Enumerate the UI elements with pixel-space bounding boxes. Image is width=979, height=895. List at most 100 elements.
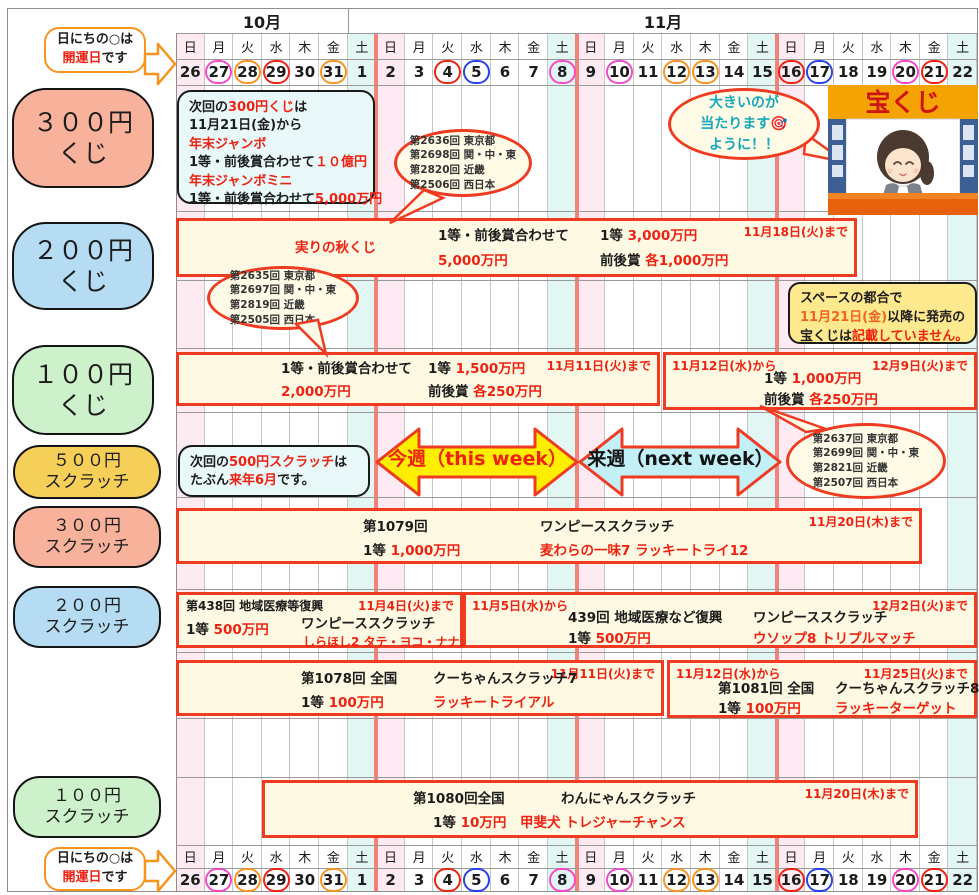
date-cell: 27 [203,59,236,85]
lucky-day-circle: 17 [806,60,834,84]
band-text: クーちゃんスクラッチ8 [835,682,979,697]
date-number: 14 [723,870,745,889]
date-number: 6 [499,63,511,81]
date-number: 14 [723,63,745,81]
ticket-card [832,165,843,177]
this-week-arrow-shape [375,427,579,497]
ticket-card [832,145,843,160]
grid-horizontal-line [176,211,977,212]
text-segment: スペースの都合で [800,291,903,306]
text-segment: ラッキートライアル [433,695,555,711]
date-cell: 1 [346,868,379,891]
sale-end-label: 11月18日(火)まで [743,225,848,239]
date-cell: 15 [746,868,779,891]
text-segment: 11月21日(金)から [189,118,303,134]
lucky-day-circle: 27 [205,60,233,84]
day-name-cell: 日 [384,851,398,866]
band-text: 1等 500万円 [186,623,269,638]
legend-bubble-bottom: 日にちの○は 開運日です [44,847,146,891]
day-name-cell: 土 [755,40,769,56]
grid-horizontal-line [176,777,977,778]
ticket-card [963,125,974,140]
day-name-cell: 土 [755,851,769,866]
band-text: 1等 1,000万円 [363,544,460,559]
date-cell: 1 [346,59,379,85]
date-cell: 29 [260,867,293,892]
day-name-cell: 木 [298,851,312,866]
date-cell: 14 [718,868,751,891]
text-segment: ワンピーススクラッチ [540,519,675,535]
date-number: 3 [413,63,425,81]
date-cell: 30 [288,868,321,891]
date-cell: 3 [403,59,436,85]
grid-horizontal-line [176,652,977,653]
info-box-1: 次回の500円スクラッチはたぶん来年6月です。 [178,445,370,497]
text-segment: 各250万円 [473,384,542,400]
date-cell: 18 [832,868,865,891]
text-segment: 次回の [189,100,229,115]
day-name-cell: 土 [956,851,970,866]
tail-bubble-100yen-current [293,318,329,358]
bubble-line: 第2698回 関・中・東 [409,149,517,162]
date-number: 2 [385,63,396,81]
band-text: 1等・前後賞合わせて [281,362,412,377]
lucky-day-circle: 28 [234,867,261,892]
sale-start-label: 11月5日(水)から [472,599,569,613]
text-segment: １０億円 [315,155,368,171]
grid-horizontal-line [176,348,977,349]
text-segment: 1等 [428,361,456,377]
date-number: 26 [179,870,201,889]
lucky-day-circle: 20 [891,60,919,84]
text-segment: 100万円 [745,701,801,717]
legend-line1: 日にちの○は [56,32,134,48]
lucky-day-circle: 12 [663,867,691,892]
day-name-cell: 火 [441,40,455,56]
sidebar-label-１００円スクラッチ: １００円スクラッチ [13,776,161,838]
sale-end-label: 11月20日(木)まで [808,515,913,529]
grid-horizontal-line [176,33,977,34]
band-text: 第1080回全国 [413,792,505,807]
text-segment: ワンピーススクラッチ [301,616,436,632]
info-line: たぶん来年6月です。 [190,472,358,490]
lucky-day-circle: 29 [262,60,290,84]
date-cell: 22 [946,868,979,891]
text-segment: 300円くじ [228,100,295,115]
text-segment: 実りの秋くじ [295,240,376,256]
double-arrow-icon [578,427,782,497]
label-line2: スクラッチ [44,807,130,827]
day-name-cell: 月 [612,851,626,866]
day-name-cell: 金 [927,40,941,56]
day-name-cell: 水 [670,851,684,866]
day-name-cell: 金 [527,40,541,56]
text-segment: 前後賞 [428,384,474,400]
band-text: 1等 1,500万円 [428,362,525,377]
date-number: 2 [385,870,396,889]
day-name-cell: 水 [670,40,684,56]
day-name-cell: 日 [183,40,197,56]
lucky-day-circle: 29 [262,867,290,892]
grid-horizontal-line [176,868,977,869]
text-segment: 1,000万円 [791,371,862,387]
text-segment: 1等・前後賞合わせて [281,361,412,377]
band-text: 甲斐犬 トレジャーチャンス [520,816,686,831]
grid-horizontal-line [176,497,977,498]
date-cell: 4 [431,867,464,892]
double-arrow-icon [375,427,579,497]
bubble-line: 第2637回 東京都 [812,432,899,445]
lucky-day-circle: 28 [234,60,261,84]
date-cell: 12 [660,59,693,85]
date-number: 19 [866,870,888,889]
ticket-card [832,125,843,140]
day-name-cell: 水 [870,851,884,866]
text-segment: 500円スクラッチ [229,455,335,470]
day-name-cell: 火 [841,40,855,56]
date-number: 11 [637,63,659,81]
band-text: クーちゃんスクラッチ7 [433,672,577,687]
date-number: 15 [752,870,773,889]
this-week-label: 今週（this week） [388,447,568,470]
booth-sign-text: 宝くじ [865,88,940,117]
lucky-day-circle: 31 [319,867,347,892]
text-segment: 記載していません。 [852,328,969,344]
day-name-cell: 土 [355,851,369,866]
